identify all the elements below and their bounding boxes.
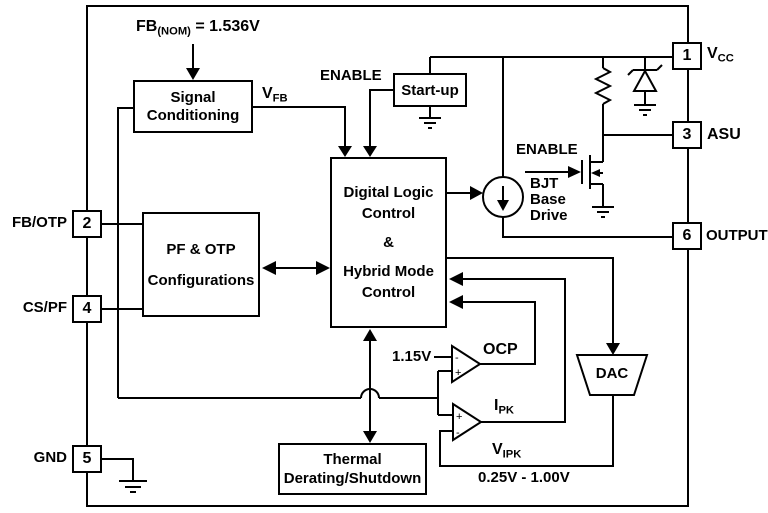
pf-otp-line2: Configurations <box>147 271 255 289</box>
bjt-line2: Base <box>530 191 566 208</box>
fb-nom-rest: = 1.536V <box>190 18 260 35</box>
pin-3-box: 3 <box>672 121 702 149</box>
pin-6-label: OUTPUT <box>706 227 768 244</box>
ocp-comparator-symbol <box>451 344 482 384</box>
vipk-main: V <box>492 441 503 458</box>
enable-fet-label: ENABLE <box>516 141 578 158</box>
startup-block: Start-up <box>393 73 467 107</box>
ipk-minus-sign: - <box>456 427 460 439</box>
arrow-thermal-down <box>363 431 377 443</box>
ipk-label: IPK <box>494 397 514 417</box>
pin-5-label: GND <box>33 449 67 466</box>
pin-4-box: 4 <box>72 295 102 323</box>
dac-label: DAC <box>595 365 629 382</box>
pin-1-label: VCC <box>707 45 734 65</box>
enable-top-label: ENABLE <box>320 67 382 84</box>
pf-otp-block: PF & OTP Configurations <box>142 212 260 317</box>
arrow-ocp-into-logic <box>449 295 463 309</box>
fb-nom-label: FB(NOM) = 1.536V <box>136 18 260 38</box>
thermal-line2: Derating/Shutdown <box>283 470 422 487</box>
arrow-into-dac <box>606 343 620 355</box>
zener-diode-symbol <box>632 68 658 92</box>
pin-5-box: 5 <box>72 445 102 473</box>
vfb-sub: FB <box>272 92 288 105</box>
arrow-thermal-up <box>363 329 377 341</box>
vfb-label: VFB <box>262 85 288 105</box>
digital-logic-line2: Control <box>361 205 416 222</box>
digital-logic-block: Digital Logic Control & Hybrid Mode Cont… <box>330 157 447 328</box>
signal-conditioning-block: Signal Conditioning <box>133 80 253 133</box>
digital-logic-line4: Hybrid Mode <box>343 263 434 280</box>
pin-3-label: ASU <box>707 126 741 143</box>
ocp-minus-sign: - <box>455 352 459 364</box>
arrow-into-current-source <box>470 186 483 200</box>
digital-logic-line3: & <box>383 234 394 251</box>
vipk-label: VIPK <box>492 441 521 461</box>
digital-logic-line1: Digital Logic <box>343 184 434 201</box>
vipk-sub: IPK <box>502 448 522 461</box>
arrow-pfotp-left <box>262 261 276 275</box>
signal-conditioning-line2: Conditioning <box>146 106 240 124</box>
arrow-enable-down <box>363 146 377 157</box>
fb-nom-main: FB <box>136 18 158 35</box>
pin-6-box: 6 <box>672 222 702 250</box>
ipk-main: I <box>494 397 499 414</box>
vcc-main: V <box>707 45 718 62</box>
arrow-vfb-down <box>338 146 352 157</box>
arrow-ipk-into-logic <box>449 272 463 286</box>
arrow-fbnom-down <box>186 68 200 80</box>
arrow-mosfet-body <box>591 169 600 177</box>
thermal-line1: Thermal <box>323 451 382 468</box>
vipk-range-label: 0.25V - 1.00V <box>478 469 570 486</box>
dac-symbol <box>575 354 649 396</box>
pf-otp-line1: PF & OTP <box>166 240 236 258</box>
thermal-block: Thermal Derating/Shutdown <box>278 443 427 495</box>
pin-1-box: 1 <box>672 42 702 70</box>
pin-2-box: 2 <box>72 210 102 238</box>
bjt-base-drive-label: BJT Base Drive <box>530 176 568 224</box>
bjt-line1: BJT <box>530 175 559 192</box>
startup-label: Start-up <box>401 81 459 99</box>
fb-nom-sub: (NOM) <box>157 25 191 38</box>
arrow-pfotp-right <box>316 261 330 275</box>
signal-conditioning-line1: Signal <box>170 88 216 106</box>
current-source-arrow <box>497 200 509 211</box>
bjt-line3: Drive <box>530 207 568 224</box>
ocp-ref-label: 1.15V <box>392 348 432 365</box>
pin-4-label: CS/PF <box>22 299 67 316</box>
ipk-plus-sign: + <box>456 411 462 423</box>
ocp-label: OCP <box>483 341 518 358</box>
pin-2-label: FB/OTP <box>12 214 67 231</box>
chip-boundary <box>86 5 689 507</box>
ipk-sub: PK <box>498 404 514 417</box>
ocp-plus-sign: + <box>455 367 461 379</box>
vfb-main: V <box>262 85 273 102</box>
vcc-sub: CC <box>717 52 734 65</box>
arrow-enable-gate <box>568 166 581 178</box>
ipk-comparator-symbol <box>452 402 483 442</box>
digital-logic-line5: Control <box>361 284 416 301</box>
